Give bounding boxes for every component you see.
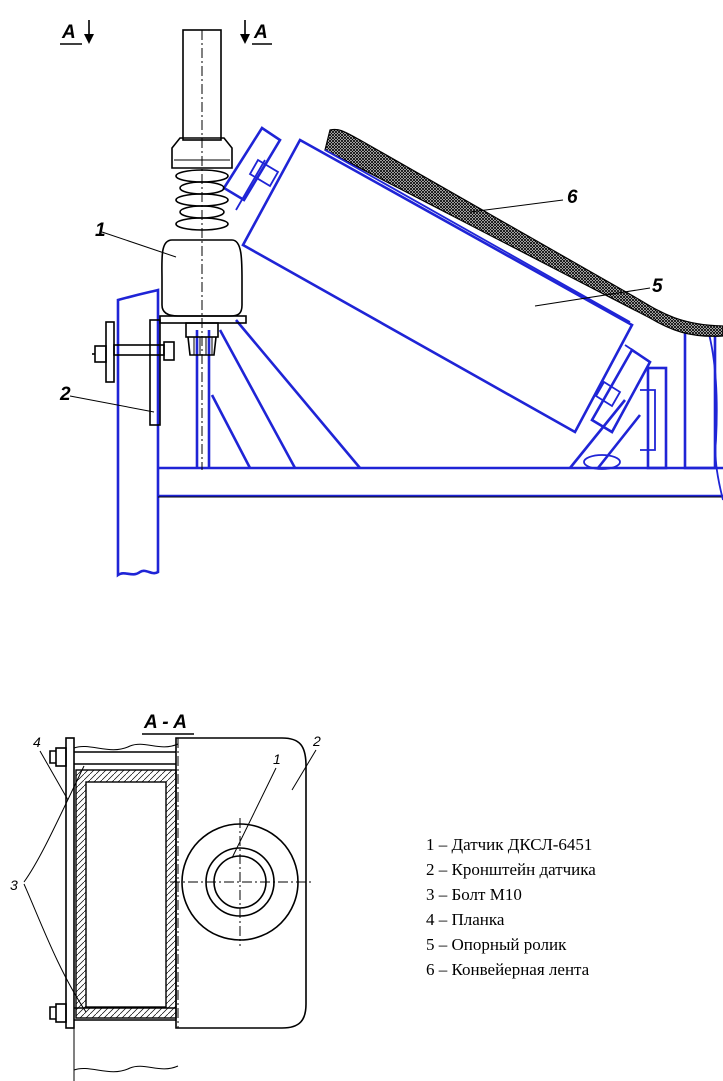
section-title: A - A: [143, 712, 187, 733]
sensor-bracket: [92, 319, 175, 426]
sensor-dksl: [159, 29, 247, 470]
section-mark-right: A: [240, 20, 272, 45]
main-view-leaders: 1 2 5 6: [59, 187, 663, 413]
section-label-1: 1: [273, 751, 281, 767]
section-letter-right: A: [253, 22, 268, 43]
legend-item-3: 3 – Болт М10: [426, 885, 522, 904]
legend-item-6: 6 – Конвейерная лента: [426, 960, 590, 979]
legend-item-5: 5 – Опорный ролик: [426, 935, 567, 954]
conveyor-belt: [324, 128, 723, 337]
section-letter-left: A: [61, 22, 76, 43]
section-label-2: 2: [312, 733, 321, 749]
legend-item-2: 2 – Кронштейн датчика: [426, 860, 596, 879]
legend-item-1: 1 – Датчик ДКСЛ-6451: [426, 835, 592, 854]
section-label-3: 3: [10, 877, 18, 893]
legend-item-4: 4 – Планка: [426, 910, 505, 929]
section-a-a: A - A 1 2 4 3: [10, 712, 321, 1081]
conveyor-frame: [116, 288, 723, 578]
section-label-4: 4: [33, 734, 41, 750]
label-1: 1: [95, 220, 106, 241]
section-mark-left: A: [60, 20, 94, 45]
label-6: 6: [567, 187, 578, 208]
legend: 1 – Датчик ДКСЛ-6451 2 – Кронштейн датчи…: [426, 835, 596, 979]
label-2: 2: [59, 384, 71, 405]
label-5: 5: [652, 276, 663, 297]
support-roller: [222, 126, 652, 434]
